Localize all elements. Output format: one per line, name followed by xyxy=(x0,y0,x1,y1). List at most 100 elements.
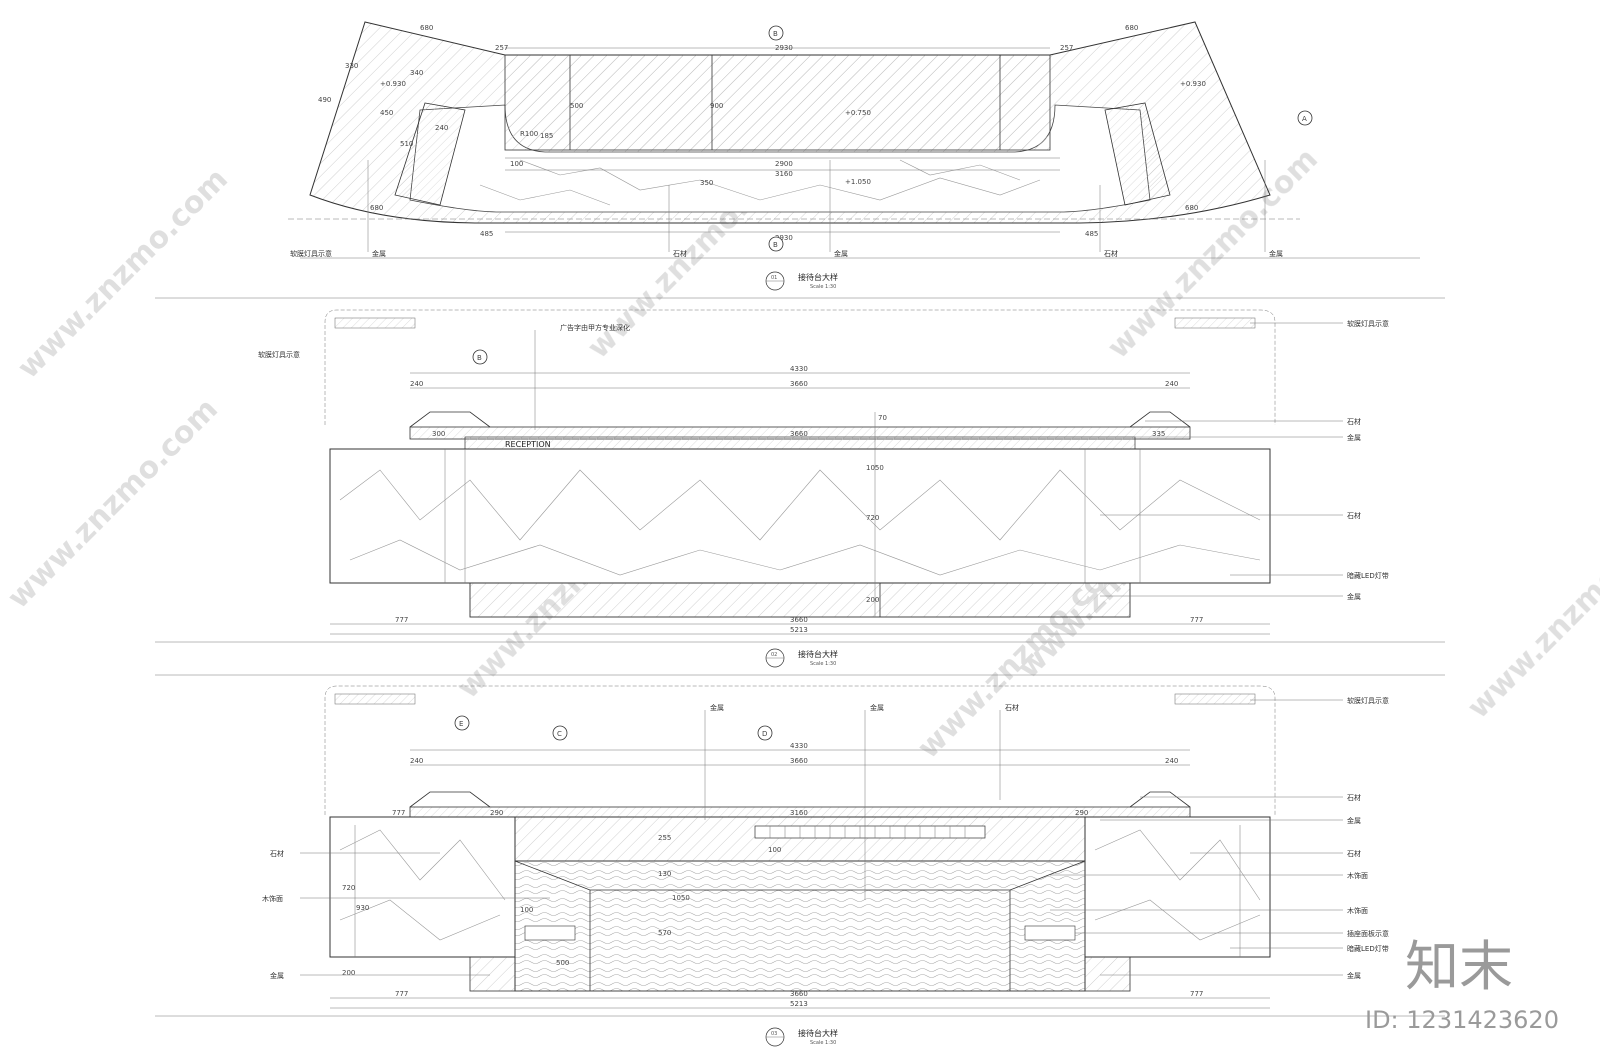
dim-text: 500 xyxy=(570,102,583,110)
elev3-upper-band xyxy=(514,816,1086,862)
dim-text: 777 xyxy=(1190,990,1203,998)
dim-text: 720 xyxy=(866,514,879,522)
elev3-right-wing xyxy=(1084,816,1271,958)
outlet-right xyxy=(1024,925,1076,941)
plan-title-block: 01 接待台大样 Scale 1:30 xyxy=(765,271,838,291)
drawing-title: 接待台大样 xyxy=(798,272,838,282)
dim-text: 680 xyxy=(1185,204,1198,212)
dim-text: 490 xyxy=(318,96,331,104)
dim-text: 240 xyxy=(435,124,448,132)
label-material: 石材 xyxy=(1347,417,1361,426)
svg-text:A: A xyxy=(1302,115,1307,123)
elev2-marble-panel xyxy=(329,448,1271,584)
label-material: 金属 xyxy=(1269,249,1283,258)
dim-text: 4330 xyxy=(790,365,808,373)
svg-text:B: B xyxy=(773,241,778,249)
label-material: 木饰面 xyxy=(1347,906,1368,915)
section-marker-b-bottom: B xyxy=(768,236,784,252)
label-light: 软膜灯具示意 xyxy=(258,350,300,359)
svg-text:B: B xyxy=(477,354,482,362)
label-light: 软膜灯具示意 xyxy=(1347,696,1389,705)
svg-text:C: C xyxy=(557,730,562,738)
dim-text: 680 xyxy=(1125,24,1138,32)
elevation-03: 4330 240 3660 240 777 290 3160 290 255 1… xyxy=(155,685,1445,1047)
svg-text:E: E xyxy=(459,720,463,728)
dim-text: 570 xyxy=(658,929,671,937)
elev3-wood-panel xyxy=(514,860,1086,992)
dim-text: 70 xyxy=(878,414,887,422)
label-material: 插座面板示意 xyxy=(1347,929,1389,938)
dim-text: 900 xyxy=(710,102,723,110)
dim-text: 300 xyxy=(432,430,445,438)
dim-text: 510 xyxy=(400,140,413,148)
drawing-scale: Scale 1:30 xyxy=(810,661,836,667)
label-material: 金属 xyxy=(834,249,848,258)
dim-text: 777 xyxy=(395,990,408,998)
plan-slot-left xyxy=(394,102,466,206)
drawing-number: 02 xyxy=(771,652,777,658)
dim-text: 240 xyxy=(410,757,423,765)
label-material: 石材 xyxy=(1347,849,1361,858)
label-material: 金属 xyxy=(1347,592,1361,601)
dim-text: 100 xyxy=(510,160,523,168)
dim-text: 340 xyxy=(410,69,423,77)
drawing-number: 01 xyxy=(771,275,777,281)
elev2-plinth xyxy=(469,582,1131,618)
dim-text: 100 xyxy=(520,906,533,914)
level-mark: +0.750 xyxy=(845,109,871,117)
label-light: 软膜灯具示意 xyxy=(1347,319,1389,328)
dim-text: 5213 xyxy=(790,626,808,634)
label-material: 金属 xyxy=(710,703,724,712)
dim-text: 130 xyxy=(658,870,671,878)
plan-view: 680 257 2930 257 680 2900 3160 100 680 4… xyxy=(155,21,1445,299)
level-mark: +1.050 xyxy=(845,178,871,186)
label-material: 木饰面 xyxy=(262,894,283,903)
plan-slot-right xyxy=(1104,102,1171,206)
dim-text: 350 xyxy=(700,179,713,187)
dim-text: 5213 xyxy=(790,1000,808,1008)
label-material: 暗藏LED灯带 xyxy=(1347,571,1389,580)
dim-text: 255 xyxy=(658,834,671,842)
dim-text: 485 xyxy=(480,230,493,238)
dim-text: 680 xyxy=(420,24,433,32)
dim-text: 3160 xyxy=(790,809,808,817)
label-material: 暗藏LED灯带 xyxy=(1347,944,1389,953)
dim-text: 3160 xyxy=(775,170,793,178)
label-material: 金属 xyxy=(870,703,884,712)
dim-text: 2930 xyxy=(775,234,793,242)
label-material: 金属 xyxy=(1347,971,1361,980)
reception-sign: RECEPTION xyxy=(505,440,551,449)
level-mark: +0.930 xyxy=(1180,80,1206,88)
brand-logo-text: 知末 xyxy=(1405,935,1513,998)
dim-text: 257 xyxy=(1060,44,1073,52)
dim-text: 3660 xyxy=(790,757,808,765)
dim-text: 720 xyxy=(342,884,355,892)
dim-text: R100 xyxy=(520,130,538,138)
label-material: 石材 xyxy=(1347,793,1361,802)
dim-text: 777 xyxy=(392,809,405,817)
svg-text:B: B xyxy=(773,30,778,38)
outlet-panel-strip xyxy=(754,825,986,839)
watermark-text: www.znzmo.com xyxy=(1461,502,1600,726)
section-marker-a: A xyxy=(1297,110,1313,126)
dim-text: 777 xyxy=(395,616,408,624)
elevation-02: RECEPTION 4330 240 3660 240 300 3660 335… xyxy=(155,309,1445,676)
dim-text: 185 xyxy=(540,132,553,140)
dim-text: 3660 xyxy=(790,616,808,624)
section-marker-c: C xyxy=(552,725,568,741)
dim-text: 3660 xyxy=(790,430,808,438)
dim-text: 100 xyxy=(768,846,781,854)
dim-text: 335 xyxy=(1152,430,1165,438)
dim-text: 330 xyxy=(345,62,358,70)
dim-text: 200 xyxy=(342,969,355,977)
label-material: 石材 xyxy=(1347,511,1361,520)
dim-text: 3660 xyxy=(790,380,808,388)
section-marker-b-top: B xyxy=(768,25,784,41)
dim-text: 2900 xyxy=(775,160,793,168)
dim-text: 450 xyxy=(380,109,393,117)
dim-text: 1050 xyxy=(672,894,690,902)
dim-text: 240 xyxy=(410,380,423,388)
label-material: 石材 xyxy=(1005,703,1019,712)
outlet-left xyxy=(524,925,576,941)
dim-text: 1050 xyxy=(866,464,884,472)
